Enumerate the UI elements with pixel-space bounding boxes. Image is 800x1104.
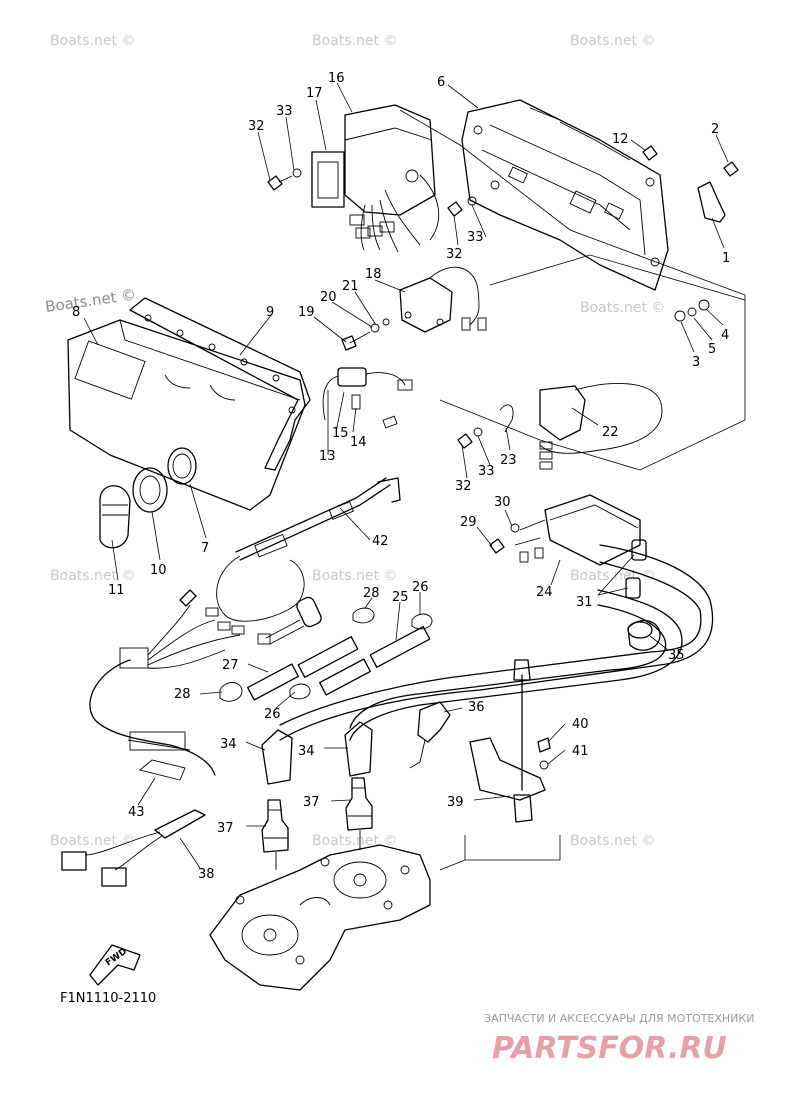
callout-7: 7	[201, 541, 209, 556]
callout-numbers: 1 2 3 4 5 6 7 8 9 10 11 12 13 14 15 16 1…	[72, 71, 730, 882]
callout-19: 19	[298, 305, 315, 320]
callout-11: 11	[108, 583, 125, 598]
cdi-unit	[311, 104, 440, 253]
callout-15: 15	[332, 426, 349, 441]
callout-16: 16	[328, 71, 345, 86]
callout-5: 5	[708, 342, 716, 357]
callout-42: 42	[372, 534, 389, 549]
callout-14: 14	[350, 435, 367, 450]
callout-1: 1	[722, 251, 730, 266]
forward-arrow-icon: FWD	[89, 944, 141, 986]
watermark: Boats.net ©	[312, 833, 397, 849]
diagram-code: F1N1110-2110	[60, 991, 156, 1006]
ignition-box-base	[461, 99, 669, 291]
callout-13: 13	[319, 449, 336, 464]
leader-lines	[83, 82, 729, 869]
watermark: Boats.net ©	[50, 33, 135, 49]
brand-tagline: ЗАПЧАСТИ И АКСЕССУАРЫ ДЛЯ МОТОТЕХНИКИ	[484, 1012, 754, 1025]
callout-22: 22	[602, 425, 619, 440]
callout-32: 32	[248, 119, 265, 134]
callout-33: 33	[276, 104, 293, 119]
callout-26: 26	[412, 580, 429, 595]
cap-and-seal	[99, 467, 168, 549]
callout-8: 8	[72, 305, 80, 320]
callout-10: 10	[150, 563, 167, 578]
watermark: Boats.net ©	[312, 33, 397, 49]
callout-12: 12	[612, 132, 629, 147]
watermark: Boats.net ©	[580, 300, 665, 316]
callout-28: 28	[363, 586, 380, 601]
callout-34: 34	[220, 737, 237, 752]
brand-logo: PARTSFOR.RU	[492, 1031, 727, 1066]
callout-30: 30	[494, 495, 511, 510]
ignition-coil	[489, 494, 641, 566]
callout-6: 6	[437, 75, 445, 90]
electrical-box-cover	[67, 297, 311, 511]
assembly-guide-lines	[399, 109, 746, 871]
main-harness	[89, 589, 245, 781]
watermark: Boats.net ©	[50, 833, 135, 849]
rectifier-regulator	[399, 266, 487, 333]
callout-9: 9	[266, 305, 274, 320]
callout-34: 34	[298, 744, 315, 759]
bolts-set-a	[267, 145, 739, 351]
callout-32: 32	[446, 247, 463, 262]
watermark: Boats.net ©	[570, 33, 655, 49]
watermarks: Boats.net © Boats.net © Boats.net © Boat…	[44, 33, 665, 849]
watermark-label: Boats.net ©	[44, 285, 137, 316]
tubes-and-clamps	[219, 596, 433, 702]
sensor-bracket	[409, 659, 551, 823]
callout-21: 21	[342, 279, 359, 294]
high-tension-leads	[279, 539, 714, 741]
callout-35: 35	[668, 648, 685, 663]
watermark: Boats.net ©	[312, 568, 397, 584]
wire-harness-42	[216, 477, 401, 622]
callout-20: 20	[320, 290, 337, 305]
callout-18: 18	[365, 267, 382, 282]
pulser-coil	[457, 382, 663, 470]
callout-33: 33	[467, 230, 484, 245]
callout-3: 3	[692, 355, 700, 370]
brand-block: ЗАПЧАСТИ И АКСЕССУАРЫ ДЛЯ МОТОТЕХНИКИ PA…	[484, 1012, 754, 1066]
callout-26: 26	[264, 707, 281, 722]
watermark: Boats.net ©	[570, 833, 655, 849]
callout-38: 38	[198, 867, 215, 882]
callout-28: 28	[174, 687, 191, 702]
callout-36: 36	[468, 700, 485, 715]
callout-2: 2	[711, 122, 719, 137]
watermark: Boats.net ©	[570, 568, 655, 584]
callout-39: 39	[447, 795, 464, 810]
callout-41: 41	[572, 744, 589, 759]
watermark: Boats.net ©	[50, 568, 135, 584]
callout-40: 40	[572, 717, 589, 732]
cylinder-head	[209, 844, 431, 991]
callout-31: 31	[576, 595, 593, 610]
callout-32: 32	[455, 479, 472, 494]
callout-37: 37	[217, 821, 234, 836]
callout-25: 25	[392, 590, 409, 605]
callout-24: 24	[536, 585, 553, 600]
callout-27: 27	[222, 658, 239, 673]
sensor-lead	[61, 809, 206, 887]
callout-4: 4	[721, 328, 729, 343]
callout-29: 29	[460, 515, 477, 530]
spark-plugs	[261, 721, 373, 870]
callout-37: 37	[303, 795, 320, 810]
relay-connector	[322, 367, 413, 429]
callout-43: 43	[128, 805, 145, 820]
callout-33: 33	[478, 464, 495, 479]
hose-clamp-35	[627, 619, 661, 651]
callout-17: 17	[306, 86, 323, 101]
callout-23: 23	[500, 453, 517, 468]
